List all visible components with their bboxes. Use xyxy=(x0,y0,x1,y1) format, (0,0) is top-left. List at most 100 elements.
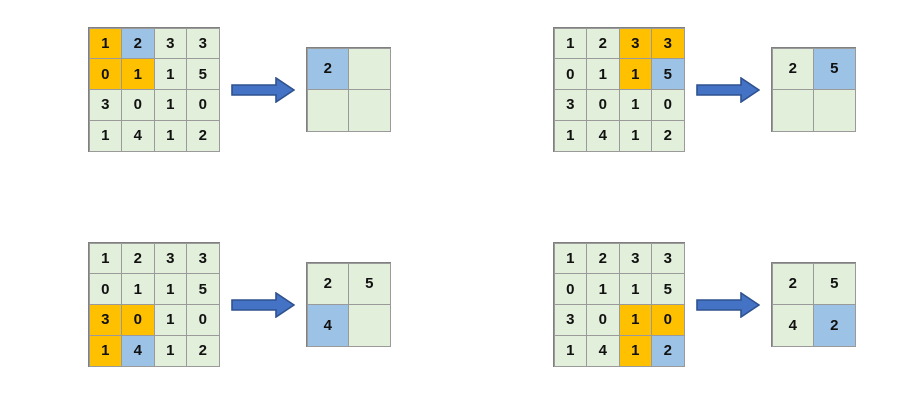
output-cell-r0-c1: 5 xyxy=(348,262,391,305)
input-cell-r3-c0: 1 xyxy=(88,119,122,152)
input-cell-r0-c3: 3 xyxy=(186,242,220,275)
input-cell-r1-c2: 1 xyxy=(618,58,652,90)
transform-arrow-2 xyxy=(685,60,771,120)
input-cell-r3-c3: 2 xyxy=(186,334,220,367)
input-cell-r1-c1: 1 xyxy=(586,273,620,305)
input-cell-r3-c2: 1 xyxy=(153,119,187,152)
input-cell-r3-c1: 4 xyxy=(586,119,620,152)
input-cell-r1-c1: 1 xyxy=(121,58,155,90)
input-cell-r2-c2: 1 xyxy=(153,89,187,121)
input-cell-r2-c1: 0 xyxy=(586,89,620,121)
input-cell-r2-c1: 0 xyxy=(586,304,620,336)
input-cell-r3-c0: 1 xyxy=(88,334,122,367)
output-cell-r1-c1: 2 xyxy=(813,304,856,347)
input-cell-r3-c2: 1 xyxy=(618,119,652,152)
output-cell-r0-c0: 2 xyxy=(306,47,349,90)
input-cell-r2-c2: 1 xyxy=(618,304,652,336)
output-cell-r1-c0 xyxy=(771,89,814,132)
input-cell-r0-c0: 1 xyxy=(88,242,122,275)
input-cell-r0-c2: 3 xyxy=(153,27,187,60)
input-cell-r1-c1: 1 xyxy=(586,58,620,90)
input-cell-r1-c0: 0 xyxy=(88,273,122,305)
right-block-arrow-icon xyxy=(696,76,760,103)
input-cell-r0-c0: 1 xyxy=(553,242,587,275)
input-cell-r2-c3: 0 xyxy=(651,89,685,121)
input-cell-r1-c0: 0 xyxy=(553,58,587,90)
input-cell-r3-c3: 2 xyxy=(651,334,685,367)
input-cell-r2-c0: 3 xyxy=(553,89,587,121)
right-block-arrow-icon xyxy=(231,76,295,103)
output-cell-r1-c0: 4 xyxy=(771,304,814,347)
input-cell-r2-c1: 0 xyxy=(121,89,155,121)
input-cell-r1-c3: 5 xyxy=(651,58,685,90)
input-cell-r1-c2: 1 xyxy=(153,58,187,90)
input-cell-r3-c2: 1 xyxy=(153,334,187,367)
input-cell-r1-c2: 1 xyxy=(618,273,652,305)
output-cell-r0-c0: 2 xyxy=(771,47,814,90)
input-cell-r0-c3: 3 xyxy=(651,242,685,275)
output-cell-r0-c1: 5 xyxy=(813,262,856,305)
output-cell-r1-c0: 4 xyxy=(306,304,349,347)
input-cell-r1-c1: 1 xyxy=(121,273,155,305)
output-grid-1: 2 xyxy=(306,47,391,132)
input-cell-r0-c1: 2 xyxy=(586,242,620,275)
input-cell-r2-c0: 3 xyxy=(88,89,122,121)
output-cell-r1-c1 xyxy=(348,304,391,347)
input-cell-r2-c2: 1 xyxy=(153,304,187,336)
input-cell-r2-c2: 1 xyxy=(618,89,652,121)
input-cell-r0-c2: 3 xyxy=(153,242,187,275)
input-cell-r0-c3: 3 xyxy=(186,27,220,60)
input-cell-r3-c2: 1 xyxy=(618,334,652,367)
input-cell-r3-c1: 4 xyxy=(121,334,155,367)
input-cell-r0-c1: 2 xyxy=(121,27,155,60)
input-cell-r3-c3: 2 xyxy=(651,119,685,152)
output-cell-r0-c1: 5 xyxy=(813,47,856,90)
input-cell-r0-c2: 3 xyxy=(618,242,652,275)
input-cell-r3-c1: 4 xyxy=(121,119,155,152)
input-cell-r1-c3: 5 xyxy=(186,58,220,90)
input-cell-r1-c0: 0 xyxy=(88,58,122,90)
output-cell-r1-c1 xyxy=(813,89,856,132)
input-cell-r0-c1: 2 xyxy=(586,27,620,60)
input-cell-r3-c0: 1 xyxy=(553,334,587,367)
input-cell-r0-c2: 3 xyxy=(618,27,652,60)
input-cell-r0-c0: 1 xyxy=(88,27,122,60)
input-cell-r1-c2: 1 xyxy=(153,273,187,305)
input-cell-r2-c3: 0 xyxy=(186,304,220,336)
output-cell-r0-c0: 2 xyxy=(306,262,349,305)
input-cell-r2-c0: 3 xyxy=(88,304,122,336)
output-cell-r1-c1 xyxy=(348,89,391,132)
input-cell-r3-c3: 2 xyxy=(186,119,220,152)
transform-arrow-3 xyxy=(220,275,306,335)
input-cell-r1-c3: 5 xyxy=(651,273,685,305)
right-block-arrow-icon xyxy=(231,291,295,318)
input-cell-r2-c3: 0 xyxy=(186,89,220,121)
input-cell-r2-c3: 0 xyxy=(651,304,685,336)
transform-arrow-4 xyxy=(685,275,771,335)
output-cell-r0-c0: 2 xyxy=(771,262,814,305)
input-cell-r3-c0: 1 xyxy=(553,119,587,152)
input-cell-r0-c0: 1 xyxy=(553,27,587,60)
output-cell-r0-c1 xyxy=(348,47,391,90)
input-cell-r2-c0: 3 xyxy=(553,304,587,336)
input-cell-r0-c1: 2 xyxy=(121,242,155,275)
input-cell-r1-c3: 5 xyxy=(186,273,220,305)
input-cell-r2-c1: 0 xyxy=(121,304,155,336)
right-block-arrow-icon xyxy=(696,291,760,318)
input-cell-r3-c1: 4 xyxy=(586,334,620,367)
input-cell-r1-c0: 0 xyxy=(553,273,587,305)
output-cell-r1-c0 xyxy=(306,89,349,132)
input-cell-r0-c3: 3 xyxy=(651,27,685,60)
transform-arrow-1 xyxy=(220,60,306,120)
